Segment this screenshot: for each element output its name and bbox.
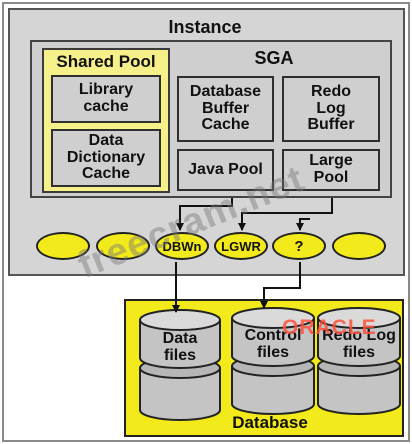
to-unknown-arrow — [296, 218, 310, 231]
data-files-cylinder — [139, 309, 221, 421]
java-pool: Java Pool — [177, 149, 274, 191]
lgwr-process: LGWR — [214, 232, 268, 260]
unknown-process: ? — [272, 232, 326, 260]
unknown-to-control-arrow — [260, 262, 301, 309]
database-title: Database — [232, 413, 308, 432]
redo-to-lgwr-arrow — [238, 198, 333, 231]
data-dictionary-cache: Data Dictionary Cache — [51, 129, 161, 187]
redo-log-files-cylinder — [317, 307, 401, 415]
redo-log-buffer: Redo Log Buffer — [282, 76, 380, 142]
process-oval — [96, 232, 150, 260]
dbwn-process: DBWn — [155, 232, 209, 260]
buffer-to-dbwn-arrow — [176, 198, 233, 231]
database-buffer-cache: Database Buffer Cache — [177, 76, 274, 142]
sga-title: SGA — [254, 48, 294, 68]
control-files-cylinder — [231, 307, 315, 415]
data-files-label: Data files — [162, 330, 198, 364]
oracle-logo: ORACLE — [282, 316, 377, 339]
large-pool: Large Pool — [282, 149, 380, 191]
process-oval — [36, 232, 90, 260]
process-oval — [332, 232, 386, 260]
connector-arrows — [172, 198, 333, 313]
instance-title: Instance — [168, 17, 242, 37]
redo-log-files-label: Redo Log files — [322, 327, 396, 361]
library-cache: Library cache — [51, 75, 161, 123]
shared-pool-title: Shared Pool — [56, 52, 156, 71]
control-files-label: Control files — [244, 327, 302, 361]
